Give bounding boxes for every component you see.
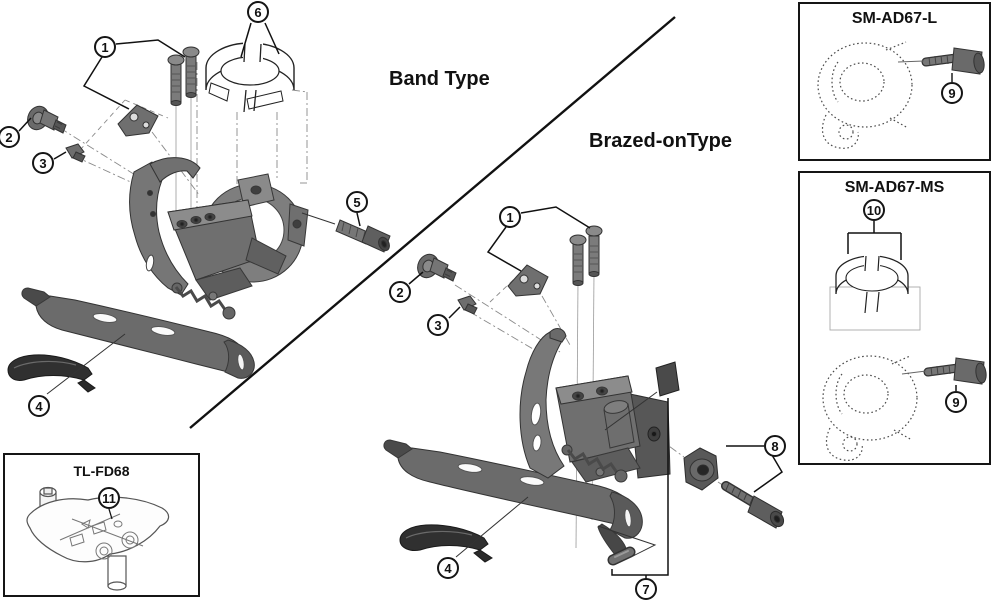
- adms-bolt: [923, 357, 987, 385]
- adms-leader: [901, 370, 927, 375]
- callout-band-3: 3: [32, 152, 54, 174]
- fd68-tool-markings: [59, 513, 144, 560]
- brazed-cable-plate: [507, 264, 549, 297]
- adl-bolt: [921, 47, 985, 75]
- band-cable-plate: [117, 104, 159, 137]
- adms-shim-band: [835, 254, 909, 315]
- sm-ad67-ms-art: [822, 221, 987, 461]
- callout-band-4: 4: [28, 395, 50, 417]
- sm-ad67-l-art: [817, 41, 985, 149]
- brazed-derailleur-body: [383, 328, 671, 557]
- callout-brazed-1: 1: [499, 206, 521, 228]
- adms-callout-lines: [847, 221, 957, 391]
- callout-fd68-11: 11: [98, 487, 120, 509]
- panel-sm-ad67-l: SM-AD67-L: [798, 2, 991, 161]
- brazed-callout-lines: [408, 206, 783, 579]
- band-skid-plate: [7, 354, 96, 393]
- band-clamp-band: [205, 42, 295, 114]
- fd68-tool: [26, 486, 170, 591]
- brazed-on-type-label: Brazed-onType: [589, 130, 732, 152]
- panel-sm-ad67-ms: SM-AD67-MS: [798, 171, 991, 465]
- brazed-support-bolt: [417, 253, 457, 282]
- brazed-part8-nut-bolt: [683, 447, 785, 529]
- brazed-skid-plate: [399, 524, 493, 563]
- brazed-fixing-bolts: [569, 225, 603, 286]
- callout-band-2: 2: [0, 126, 20, 148]
- brazed-adjuster: [457, 295, 478, 315]
- callout-adms-9: 9: [945, 391, 967, 413]
- callout-band-5: 5: [346, 191, 368, 213]
- band-type-label: Band Type: [389, 68, 490, 90]
- band-derailleur-body: [21, 157, 309, 379]
- band-callout-lines: [18, 22, 361, 227]
- callout-adms-10: 10: [863, 199, 885, 221]
- band-thin-leaders: [46, 212, 336, 395]
- callout-adl-9: 9: [941, 82, 963, 104]
- callout-band-6: 6: [247, 1, 269, 23]
- band-type-diagram: [7, 22, 391, 395]
- band-support-bolt: [27, 105, 67, 134]
- callout-brazed-8: 8: [764, 435, 786, 457]
- panel-tl-fd68-title: TL-FD68: [73, 463, 130, 479]
- brazed-on-diagram: [383, 206, 785, 579]
- brazed-thin-leaders: [455, 391, 658, 558]
- band-clamp-bolt: [335, 219, 391, 253]
- adl-leader: [897, 60, 925, 63]
- panel-tl-fd68: TL-FD68: [3, 453, 200, 597]
- tl-fd68-art: [26, 486, 170, 591]
- callout-brazed-2: 2: [389, 281, 411, 303]
- panel-sm-ad67-l-title: SM-AD67-L: [851, 10, 938, 27]
- callout-brazed-3: 3: [427, 314, 449, 336]
- callout-band-1: 1: [94, 36, 116, 58]
- adms-dotted-adapter: [822, 355, 918, 461]
- band-fixing-bolts: [167, 46, 200, 106]
- callout-brazed-7: 7: [635, 578, 657, 600]
- band-dashed-box: [79, 99, 169, 151]
- adl-dotted-adapter: [817, 41, 913, 149]
- fd68-callout-line: [108, 508, 113, 520]
- type-divider-line: [189, 16, 676, 429]
- band-adjuster: [65, 143, 86, 163]
- callout-brazed-4: 4: [437, 557, 459, 579]
- brazed-part7-pin: [607, 546, 636, 566]
- brazed-part7-plate: [655, 361, 680, 397]
- panel-sm-ad67-ms-title: SM-AD67-MS: [844, 179, 945, 196]
